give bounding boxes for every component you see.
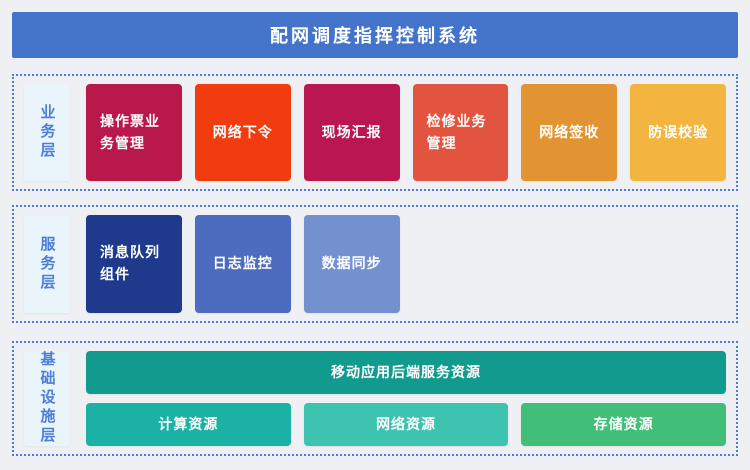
node-log-monitoring: 日志监控 [194,215,291,313]
node-compute-resources: 计算资源 [86,403,291,446]
node-maintenance-management: 检修业务管理 [412,84,509,181]
node-error-prevention-check: 防误校验 [630,84,726,181]
business-layer-grid: 操作票业务管理 网络下令 现场汇报 检修业务管理 网络签收 防误校验 [86,84,726,181]
node-network-sign-off: 网络签收 [521,84,618,181]
infrastructure-layer-grid: 移动应用后端服务资源 计算资源 网络资源 存储资源 [86,351,726,446]
node-site-report: 现场汇报 [303,84,400,181]
node-mobile-backend-service-resources: 移动应用后端服务资源 [86,351,726,394]
node-network-order: 网络下令 [194,84,291,181]
node-data-sync: 数据同步 [303,215,400,313]
layer-label-service: 服务层 [24,215,70,313]
node-storage-resources: 存储资源 [521,403,726,446]
layer-label-infrastructure: 基础设施层 [24,351,70,446]
node-message-queue-component: 消息队列组件 [86,215,182,313]
node-network-resources: 网络资源 [303,403,509,446]
layer-business: 业务层 操作票业务管理 网络下令 现场汇报 检修业务管理 网络签收 防误校验 [12,74,738,191]
service-layer-grid: 消息队列组件 日志监控 数据同步 [86,215,726,313]
layer-infrastructure: 基础设施层 移动应用后端服务资源 计算资源 网络资源 存储资源 [12,341,738,456]
layer-service: 服务层 消息队列组件 日志监控 数据同步 [12,205,738,323]
layer-label-business: 业务层 [24,84,70,181]
node-operation-ticket-management: 操作票业务管理 [86,84,182,181]
page-title: 配网调度指挥控制系统 [12,12,738,58]
